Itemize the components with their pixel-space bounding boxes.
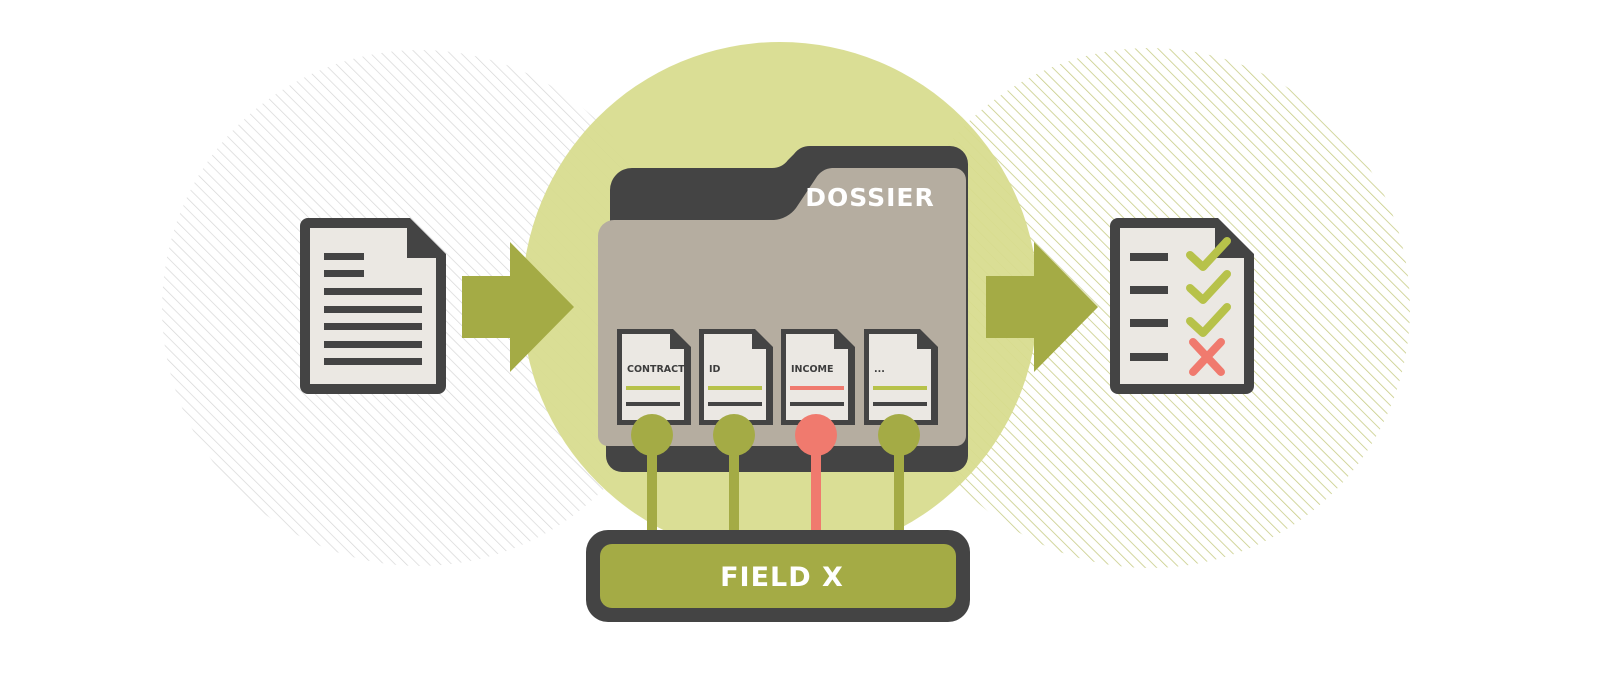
checklist-line	[1130, 253, 1168, 261]
check-icon	[1186, 303, 1231, 337]
arrow-right-icon	[986, 242, 1098, 372]
document-label: INCOME	[791, 364, 833, 375]
document-4: ...	[864, 329, 938, 425]
document-list: CONTRACT ID INCOME...	[617, 329, 938, 425]
connector-pin	[878, 414, 920, 547]
dossier-label: DOSSIER	[805, 183, 935, 212]
checklist-row	[1130, 237, 1231, 271]
checklist-document-icon	[1110, 218, 1254, 394]
connector-pin	[795, 414, 837, 547]
checklist-row	[1130, 338, 1225, 376]
checklist-line	[1130, 286, 1168, 294]
field-x-bar	[586, 530, 970, 622]
connector-list	[631, 414, 920, 547]
checklist-line	[1130, 353, 1168, 361]
connector-pin	[713, 414, 755, 547]
document-1: CONTRACT	[617, 329, 691, 425]
connector-pin	[631, 414, 673, 547]
checklist-row	[1130, 303, 1231, 337]
check-icon	[1186, 270, 1231, 304]
checklist-row	[1130, 270, 1231, 304]
document-label: ...	[874, 364, 885, 375]
checklist	[1130, 237, 1231, 376]
document-status-line	[626, 386, 680, 390]
field-x-label: FIELD X	[720, 562, 844, 593]
cross-icon	[1189, 338, 1225, 376]
document-label: CONTRACT	[627, 364, 685, 375]
checklist-line	[1130, 319, 1168, 327]
document-status-line	[790, 386, 844, 390]
document-status-line	[873, 386, 927, 390]
check-icon	[1186, 237, 1231, 271]
document-2: ID	[699, 329, 773, 425]
document-status-line	[708, 386, 762, 390]
document-3: INCOME	[781, 329, 855, 425]
arrow-right-icon	[462, 242, 574, 372]
input-document-icon	[300, 218, 446, 394]
document-label: ID	[709, 364, 721, 375]
